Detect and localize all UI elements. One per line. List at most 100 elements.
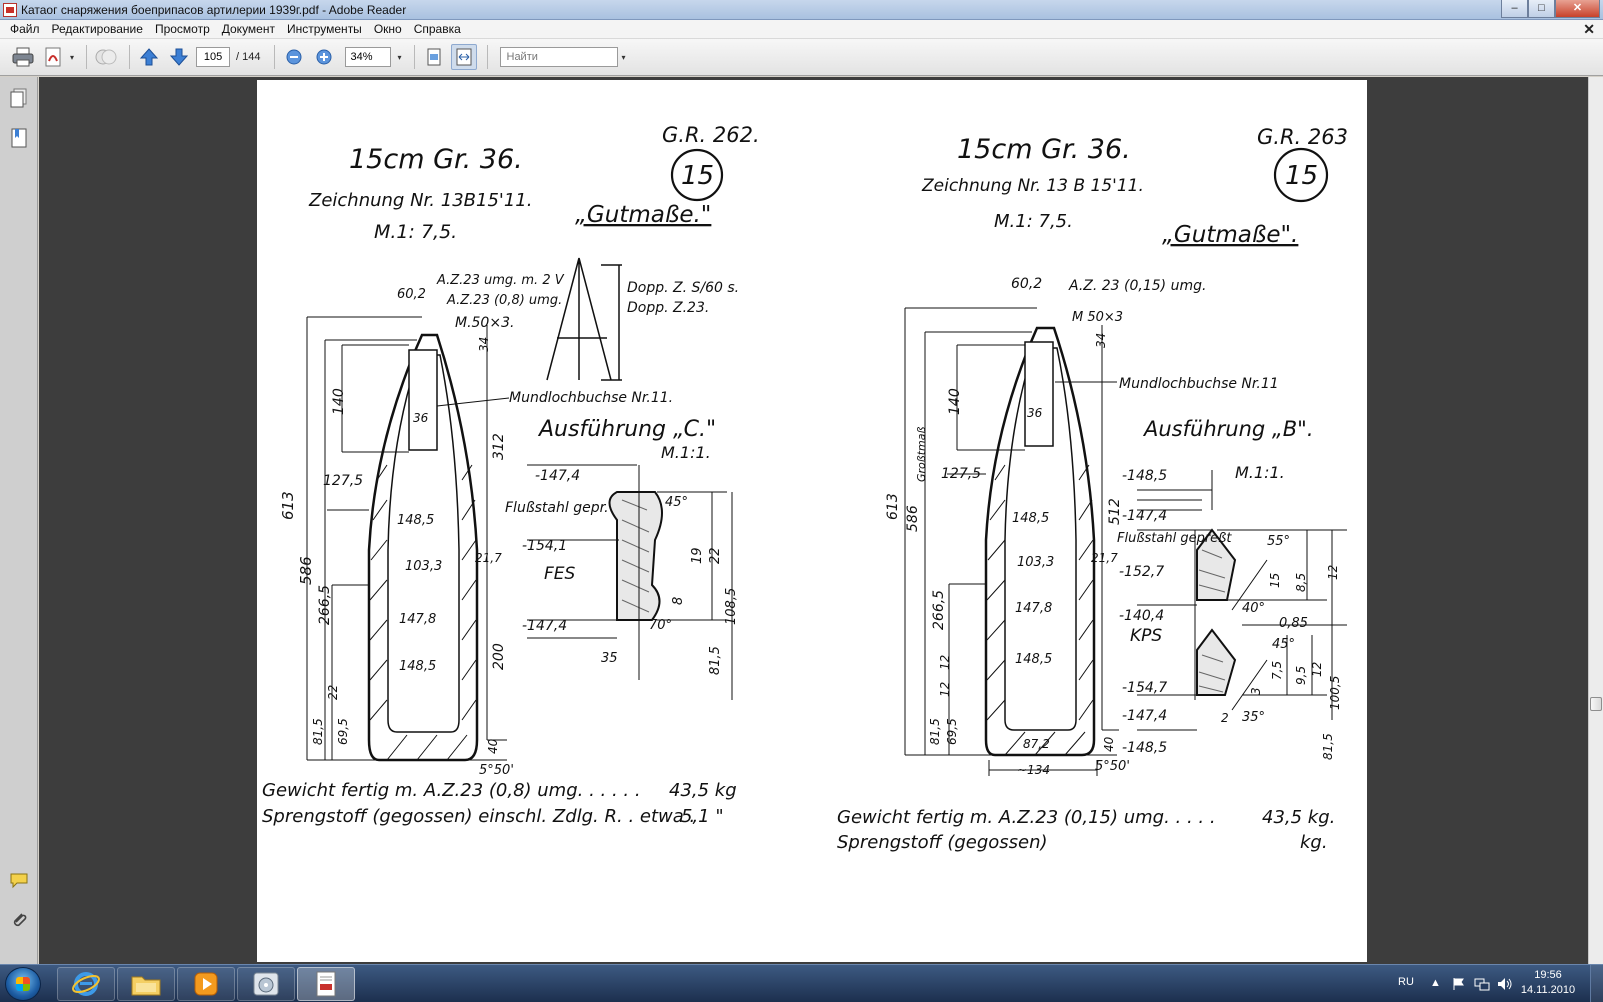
save-pdf-button[interactable]: [40, 44, 66, 70]
right-dim-1478: 147,8: [1015, 601, 1052, 616]
system-clock[interactable]: 19:56 14.11.2010: [1518, 968, 1578, 998]
right-band-1527: -152,7: [1119, 564, 1164, 580]
menu-tools[interactable]: Инструменты: [286, 22, 362, 36]
left-band-22: 22: [708, 547, 723, 564]
fit-page-icon: [427, 48, 440, 66]
left-dim-36: 36: [413, 411, 429, 425]
zoom-in-button[interactable]: [311, 44, 337, 70]
left-dim-217: 21,7: [475, 551, 502, 565]
right-band-95: 9,5: [1294, 666, 1308, 685]
left-dim-266: 266,5: [317, 585, 333, 625]
zoom-level-input[interactable]: 34%: [345, 47, 392, 67]
app-icon: [3, 2, 17, 17]
collaborate-button[interactable]: [93, 44, 119, 70]
zoom-dropdown-arrow[interactable]: ▾: [397, 52, 402, 62]
comments-panel-button[interactable]: [8, 869, 30, 891]
left-dim-140: 140: [331, 388, 347, 415]
bookmarks-icon: [11, 128, 27, 148]
taskbar-explorer-button[interactable]: [117, 967, 175, 1001]
tray-expand-icon[interactable]: ▲: [1430, 977, 1441, 989]
zoom-out-button[interactable]: [281, 44, 307, 70]
left-weight-label-2: Sprengstoff (gegossen) einschl. Zdlg. R.…: [262, 806, 695, 827]
left-fuze-sketch: Dopp. Z. S/60 s. Dopp. Z.23.: [546, 257, 739, 381]
network-icon[interactable]: [1474, 977, 1490, 991]
show-desktop-button[interactable]: [1590, 965, 1603, 1002]
taskbar-ie-button[interactable]: [57, 967, 115, 1001]
search-input[interactable]: Найти: [499, 47, 618, 67]
left-dim-1485a: 148,5: [397, 513, 434, 528]
menu-edit[interactable]: Редактирование: [51, 22, 143, 36]
right-band-1485b: -148,5: [1122, 740, 1167, 756]
start-button[interactable]: [5, 967, 41, 1001]
right-band-35: 35°: [1242, 710, 1265, 725]
taskbar-adobe-reader-button[interactable]: [297, 967, 355, 1001]
save-dropdown-arrow[interactable]: ▾: [70, 52, 75, 62]
left-dim-34: 34: [477, 337, 491, 352]
right-band-1005: 100,5: [1328, 676, 1342, 710]
left-band-fes: FES: [544, 564, 576, 584]
window-title: Катаог снаряжения боеприпасов артилерии …: [21, 2, 407, 17]
left-version-detail: Ausführung „C." M.1:1. -147,4 -154,1 -14…: [505, 417, 739, 700]
scrollbar-thumb[interactable]: [1590, 697, 1602, 711]
prev-page-button[interactable]: [136, 44, 162, 70]
left-version-label: Ausführung „C.": [537, 417, 716, 442]
menu-window[interactable]: Окно: [373, 22, 402, 36]
menu-help[interactable]: Справка: [413, 22, 461, 36]
page-number-input[interactable]: 105: [196, 47, 231, 67]
action-center-flag-icon[interactable]: [1452, 977, 1466, 991]
right-scale: M.1: 7,5.: [994, 211, 1073, 232]
input-language-indicator[interactable]: RU: [1398, 976, 1414, 988]
left-gutmasse: „Gutmaße.": [575, 202, 711, 228]
left-circle-label: 15: [681, 161, 714, 191]
print-button[interactable]: [10, 44, 36, 70]
prev-page-icon: [139, 48, 159, 66]
minimize-button[interactable]: –: [1501, 0, 1528, 18]
print-icon: [12, 47, 34, 67]
media-player-icon: [194, 972, 218, 996]
menu-document[interactable]: Документ: [221, 22, 275, 36]
left-band-815: 81,5: [708, 646, 723, 675]
close-button[interactable]: ✕: [1555, 0, 1600, 18]
right-note-602: 60,2: [1011, 276, 1042, 292]
taskbar-media-button[interactable]: [177, 967, 235, 1001]
maximize-button[interactable]: □: [1528, 0, 1555, 18]
document-close-button[interactable]: ✕: [1583, 21, 1595, 37]
document-area[interactable]: G.R. 262. 15 15cm Gr. 36. Zeichnung Nr. …: [39, 77, 1588, 964]
left-dim-40: 40: [486, 738, 500, 754]
fit-page-button[interactable]: [421, 44, 447, 70]
right-band-40: 40°: [1242, 601, 1265, 616]
vertical-scrollbar[interactable]: [1588, 77, 1603, 964]
fit-width-button[interactable]: [450, 44, 477, 70]
left-weight-value-2: 5,1 ": [681, 806, 724, 827]
pages-panel-button[interactable]: [8, 87, 30, 109]
left-fuze-note-2: Dopp. Z.23.: [627, 300, 709, 316]
left-dim-312: 312: [491, 433, 507, 460]
menu-bar: Файл Редактирование Просмотр Документ Ин…: [0, 20, 1603, 39]
left-dim-1485b: 148,5: [399, 659, 436, 674]
attachments-panel-button[interactable]: [8, 909, 30, 931]
menu-view[interactable]: Просмотр: [154, 22, 210, 36]
right-dim-134: ~134: [1017, 763, 1050, 777]
pdf-document-icon: [316, 971, 336, 997]
left-note-az23-a: A.Z.23 umg. m. 2 V: [436, 273, 565, 288]
search-dropdown-arrow[interactable]: ▾: [621, 52, 626, 62]
page-total: / 144: [236, 51, 261, 63]
left-title: 15cm Gr. 36.: [349, 144, 523, 175]
right-dim-12a: 12: [938, 655, 952, 670]
menu-file[interactable]: Файл: [10, 22, 40, 36]
right-dim-34: 34: [1094, 333, 1108, 348]
right-band-1474b: -147,4: [1122, 708, 1167, 724]
clock-date: 14.11.2010: [1520, 984, 1576, 996]
bookmarks-panel-button[interactable]: [8, 127, 30, 149]
left-band-19: 19: [690, 547, 705, 564]
toolbar-separator: [486, 45, 488, 69]
fit-width-icon: [456, 48, 471, 66]
volume-icon[interactable]: [1497, 977, 1513, 991]
next-page-button[interactable]: [166, 44, 192, 70]
left-drawing-number: Zeichnung Nr. 13B15'11.: [308, 190, 532, 211]
attachments-icon: [13, 913, 27, 927]
taskbar-app-button[interactable]: [237, 967, 295, 1001]
left-weights: Gewicht fertig m. A.Z.23 (0,8) umg. . . …: [262, 780, 737, 827]
right-band-12a: 12: [1326, 565, 1340, 580]
